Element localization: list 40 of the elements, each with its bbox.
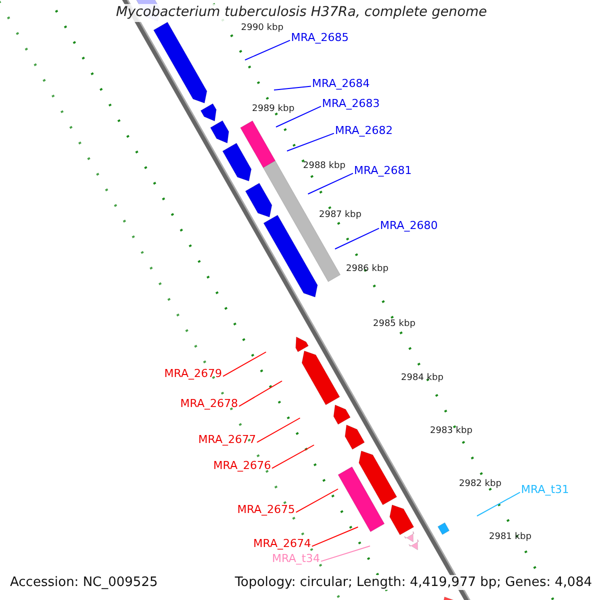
scale-label: 2982 kbp xyxy=(459,480,502,489)
leader-line xyxy=(256,418,300,443)
scale-label: 2985 kbp xyxy=(373,320,416,329)
gene-label: MRA_2674 xyxy=(253,538,311,549)
gene-label: MRA_2676 xyxy=(213,460,271,471)
scale-label: 2987 kbp xyxy=(319,211,362,220)
gene-label: MRA_2682 xyxy=(335,125,393,136)
scale-label: 2986 kbp xyxy=(346,265,388,274)
scale-label: 2990 kbp xyxy=(241,24,284,33)
leader-line xyxy=(476,492,520,516)
scale-label: 2981 kbp xyxy=(489,533,532,542)
scale-label: 2984 kbp xyxy=(401,374,444,383)
scale-label: 2988 kbp xyxy=(303,162,346,171)
gene-label: MRA_2685 xyxy=(291,32,349,43)
scale-label: 2989 kbp xyxy=(252,105,294,114)
gene-label: MRA_t34 xyxy=(272,553,320,564)
leader-line xyxy=(312,526,358,547)
gene-label: MRA_t31 xyxy=(521,484,570,495)
genome-stats-text: Topology: circular; Length: 4,419,977 bp; Genes: 4,084 xyxy=(232,575,594,590)
leader-line xyxy=(296,488,338,513)
leader-line xyxy=(274,86,312,90)
leader-line xyxy=(276,106,322,128)
leader-line xyxy=(272,444,314,469)
leader-line xyxy=(334,228,380,250)
gene-label: MRA_2679 xyxy=(164,368,222,379)
gene-label: MRA_2675 xyxy=(237,504,295,515)
leader-line xyxy=(308,172,354,194)
gene-label: MRA_2681 xyxy=(354,165,412,176)
accession-text: Accession: NC_009525 xyxy=(8,575,160,590)
scale-label: 2983 kbp xyxy=(430,427,472,436)
leader-line xyxy=(222,352,266,377)
gene-label: MRA_2680 xyxy=(380,220,438,231)
gene-label: MRA_2677 xyxy=(198,434,256,445)
leader-line xyxy=(286,132,334,152)
leader-line xyxy=(238,380,282,407)
gene-label: MRA_2683 xyxy=(322,98,380,109)
gene-label: MRA_2684 xyxy=(312,78,370,89)
gene-label: MRA_2678 xyxy=(180,398,238,409)
leader-line xyxy=(320,546,370,562)
leader-line xyxy=(244,40,290,60)
